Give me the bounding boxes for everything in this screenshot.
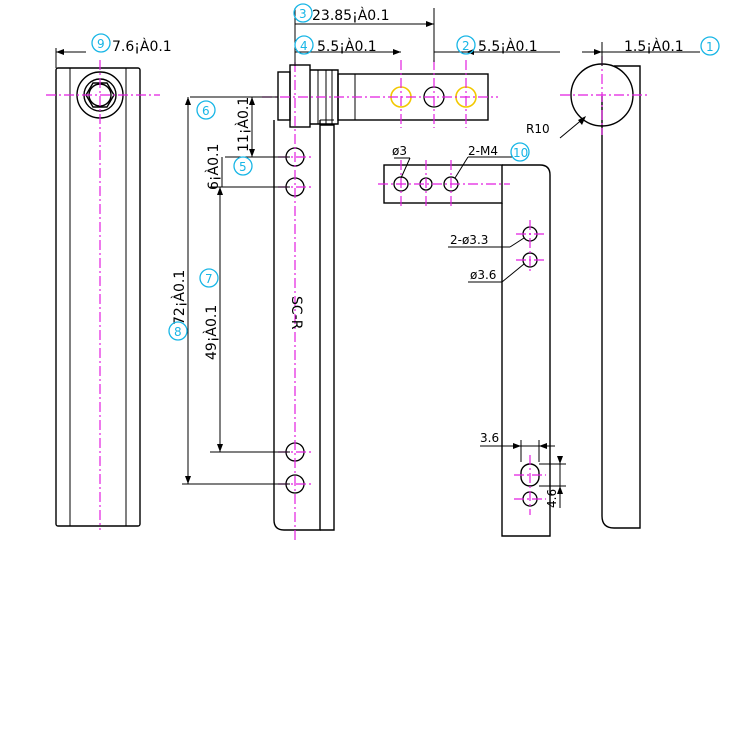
hole-label-phi3: ø3 <box>392 144 407 158</box>
callout-4: 4 <box>300 39 308 53</box>
dim-label-11: 11¡À0.1 <box>235 97 252 152</box>
hole-label-2phi33: 2-ø3.3 <box>450 233 488 247</box>
left-side-view: 7.6¡À0.1 9 <box>46 33 172 530</box>
dim-label-7-6: 7.6¡À0.1 <box>112 38 172 55</box>
dim-label-5-5-left: 5.5¡À0.1 <box>317 38 377 55</box>
callout-6: 6 <box>202 104 210 118</box>
callout-5: 5 <box>239 160 247 174</box>
hole-label-phi36: ø3.6 <box>470 268 496 282</box>
callout-9: 9 <box>97 37 105 51</box>
callout-1: 1 <box>706 40 714 54</box>
dim-label-5-5-right: 5.5¡À0.1 <box>478 38 538 55</box>
dim-label-49: 49¡À0.1 <box>203 305 220 360</box>
dim-label-3-6: 3.6 <box>480 431 499 445</box>
front-view: SC-R 23.85¡À0.1 3 5.5¡À0.1 4 5.5¡À0.1 2 … <box>168 3 560 540</box>
callout-3: 3 <box>299 7 307 21</box>
dim-label-1-5: 1.5¡À0.1 <box>624 38 684 55</box>
dim-label-6: 6¡À0.1 <box>205 144 222 190</box>
bracket-detail-view: ø3 2-M4 10 2-ø3.3 ø3.6 3.6 4.6 <box>378 142 566 537</box>
callout-7: 7 <box>205 272 213 286</box>
callout-8: 8 <box>174 325 182 339</box>
thread-label-2m4: 2-M4 <box>468 144 498 158</box>
callout-2: 2 <box>462 39 470 53</box>
dim-label-23-85: 23.85¡À0.1 <box>312 7 390 24</box>
right-side-view: R10 1.5¡À0.1 1 <box>526 36 720 529</box>
dim-label-72: 72¡À0.1 <box>171 270 188 325</box>
radius-label: R10 <box>526 122 550 136</box>
part-marking: SC-R <box>288 296 304 330</box>
dim-label-4-6: 4.6 <box>545 489 559 508</box>
callout-10: 10 <box>513 146 528 160</box>
